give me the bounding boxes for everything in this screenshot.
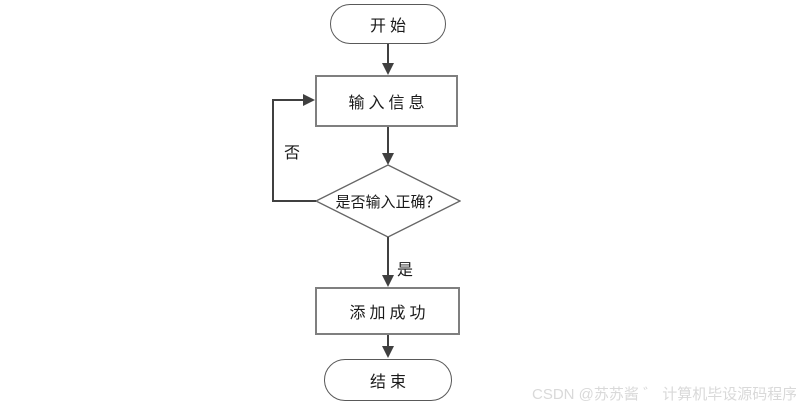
edge-input-to-decision — [387, 127, 389, 155]
input-label: 输入信息 — [348, 95, 429, 112]
edge-no-horizontal-bottom — [272, 200, 316, 202]
arrowhead-down-icon — [382, 153, 394, 165]
edge-yes-vertical — [387, 237, 389, 277]
success-process-node: 添加成功 — [315, 287, 460, 335]
input-process-node: 输入信息 — [315, 75, 458, 127]
end-terminator-node: 结束 — [324, 359, 452, 401]
no-edge-label: 否 — [284, 145, 301, 162]
arrowhead-down-icon — [382, 63, 394, 75]
decision-label-box: 是否输入正确？ — [315, 164, 461, 238]
edge-no-vertical — [272, 99, 274, 202]
yes-edge-label: 是 — [397, 262, 414, 279]
csdn-watermark: CSDN @苏苏酱 ゛ 计算机毕设源码程序 — [532, 386, 796, 403]
edge-no-horizontal-top — [272, 99, 304, 101]
edge-start-to-input — [387, 44, 389, 64]
arrowhead-right-icon — [303, 94, 315, 106]
arrowhead-down-icon — [382, 275, 394, 287]
success-label: 添加成功 — [349, 305, 430, 322]
edge-success-to-end — [387, 335, 389, 347]
start-label: 开始 — [369, 18, 410, 35]
decision-label: 是否输入正确？ — [335, 193, 441, 211]
start-terminator-node: 开始 — [330, 4, 446, 44]
end-label: 结束 — [369, 374, 410, 391]
arrowhead-down-icon — [382, 346, 394, 358]
